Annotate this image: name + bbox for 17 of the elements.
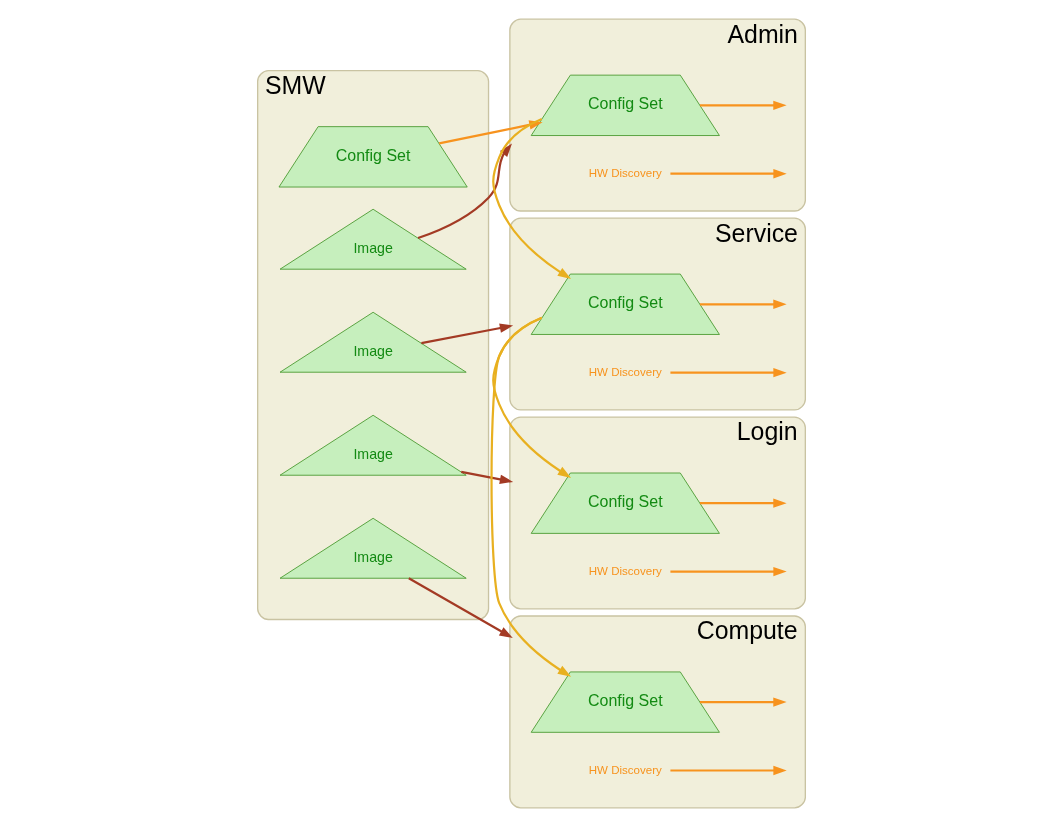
arrow (669, 566, 787, 577)
node-text: HW Discovery (588, 763, 662, 776)
node-text: HW Discovery (588, 365, 662, 378)
node-text: HW Discovery (588, 166, 662, 179)
arrow (699, 697, 787, 707)
node-text: HW Discovery (588, 564, 662, 577)
arrow (699, 299, 787, 309)
arrow (407, 577, 513, 638)
arrow (699, 100, 787, 110)
arrow (417, 143, 512, 240)
arrow (669, 367, 787, 378)
arrow (420, 323, 513, 345)
arrow (460, 470, 513, 484)
arrow (489, 316, 571, 677)
arrow (669, 765, 787, 776)
arrow (669, 169, 787, 179)
arrow (699, 498, 787, 508)
